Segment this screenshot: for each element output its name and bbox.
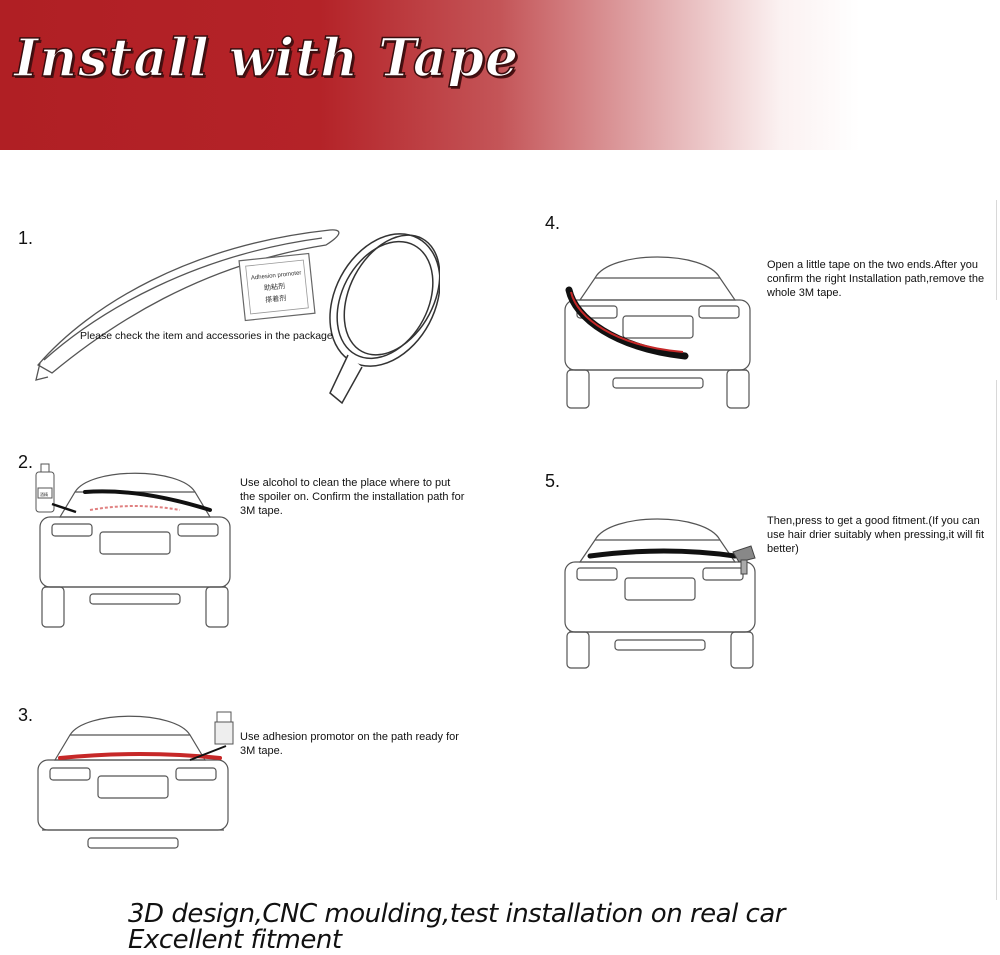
package-label-line: 搽着剂 (265, 293, 287, 304)
footer-line-1: 3D design,CNC moulding,test installation… (128, 899, 785, 929)
car-rear-icon (564, 256, 751, 409)
installed-spoiler (587, 548, 738, 559)
car-rear-icon (37, 715, 229, 849)
step-4-caption: Open a little tape on the two ends.After… (767, 259, 985, 299)
edge-divider (996, 380, 997, 900)
promoter-bottle-icon (214, 711, 234, 745)
step-5-illustration (564, 518, 756, 669)
adhesion-promoter-package-icon (238, 252, 316, 322)
step-3-illustration (37, 711, 234, 849)
bottle-label: 酒精 (40, 491, 48, 497)
hair-drier-icon (732, 545, 756, 575)
car-rear-icon (39, 472, 231, 628)
footer-line-2: Excellent fitment (128, 925, 342, 955)
page-title: Install with Tape (13, 27, 520, 90)
step-4-number: 4. (545, 213, 561, 233)
step-3-number: 3. (18, 705, 34, 725)
step-2-number: 2. (18, 452, 34, 472)
step-3-caption: Use adhesion promotor on the path ready … (240, 731, 459, 757)
step-5-number: 5. (545, 471, 561, 491)
step-5-caption: Then,press to get a good fitment.(If you… (767, 515, 985, 555)
step-1-illustration: Adhesion promoter 助粘剂 搽着剂 (35, 229, 440, 405)
tape-roll-icon (329, 233, 440, 405)
alcohol-bottle-icon (35, 463, 55, 513)
package-label-line: 助粘剂 (264, 281, 286, 292)
step-1-number: 1. (18, 228, 34, 248)
spoiler-path-guide (89, 505, 181, 511)
step-1-caption: Please check the item and accessories in… (80, 330, 333, 342)
car-rear-icon (564, 518, 756, 669)
package-label-line: Adhesion promoter (251, 270, 302, 281)
arrow-icon (189, 745, 227, 761)
tape-liner (570, 291, 684, 353)
edge-divider (996, 200, 997, 300)
step-2-caption: Use alcohol to clean the place where to … (240, 477, 465, 517)
step-2-illustration: 酒精 (35, 463, 231, 628)
tape-strip (83, 489, 212, 512)
arrow-icon (51, 502, 77, 514)
header-banner: Install with Tape (0, 0, 1000, 150)
step-4-illustration (564, 256, 751, 409)
spoiler-part-icon (35, 229, 340, 381)
